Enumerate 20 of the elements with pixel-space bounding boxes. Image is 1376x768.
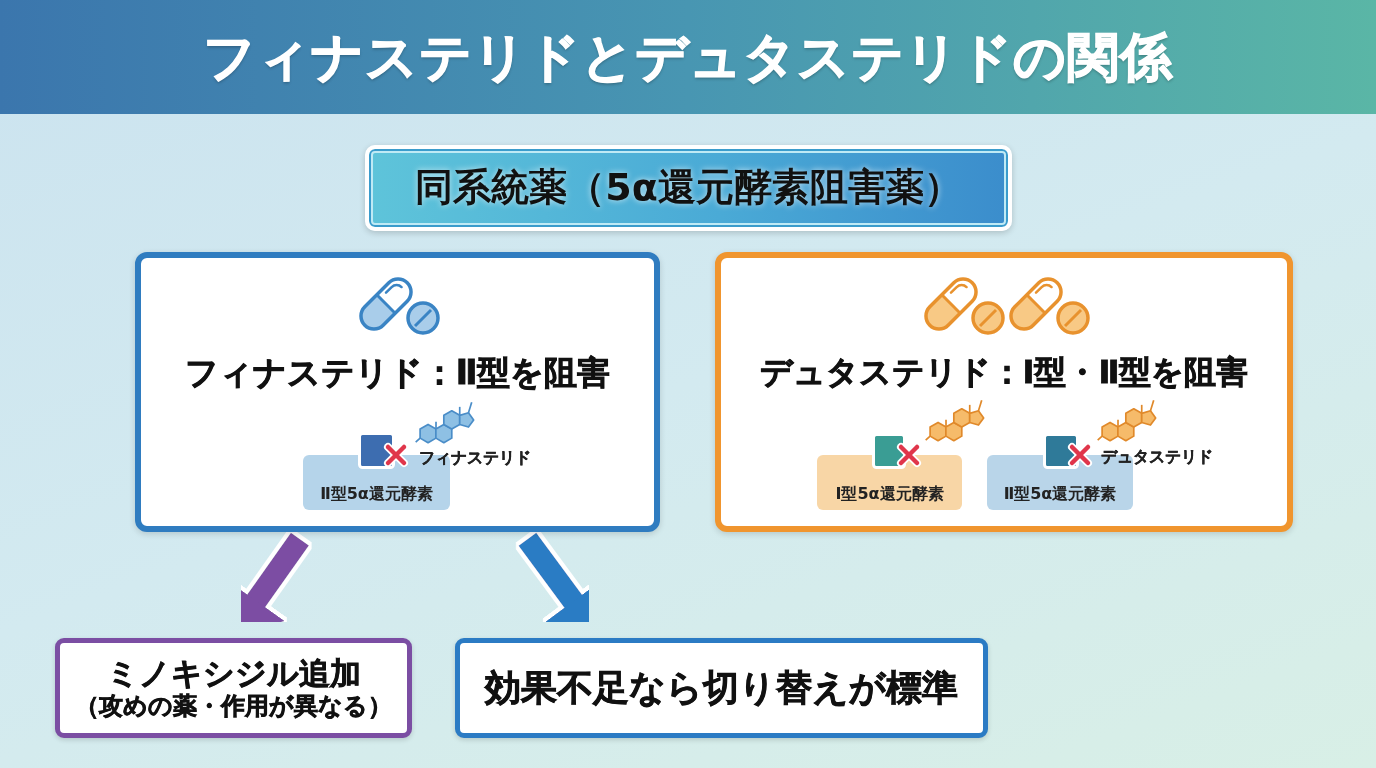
drug-card (135, 252, 660, 532)
outcome-box (55, 638, 412, 738)
page-title: フィナステリドとデュタステリドの関係 (203, 25, 1173, 89)
enzyme-label: Ⅱ型5α還元酵素 (320, 483, 433, 503)
enzyme-block (817, 455, 962, 510)
banner-text: 同系統薬（5α還元酵素阻害薬） (415, 165, 962, 211)
box-text: （攻めの薬・作用が異なる） (75, 692, 392, 721)
drug-name-label: フィナステリド (419, 448, 531, 468)
card-title: デュタステリド：Ⅰ型・Ⅱ型を阻害 (759, 352, 1249, 392)
category-banner (365, 145, 1012, 231)
enzyme-label: Ⅱ型5α還元酵素 (1003, 483, 1117, 503)
outcome-box (455, 638, 988, 738)
card-title: フィナステリド：Ⅱ型を阻害 (184, 352, 611, 394)
drug-name-label: デュタステリド (1101, 447, 1213, 467)
enzyme-label: Ⅰ型5α還元酵素 (835, 483, 944, 503)
arrow (227, 532, 309, 636)
box-text: ミノキシジル追加 (106, 655, 361, 693)
drug-card (715, 252, 1293, 532)
box-text: 効果不足なら切り替えが標準 (485, 666, 958, 710)
arrow (518, 532, 602, 635)
